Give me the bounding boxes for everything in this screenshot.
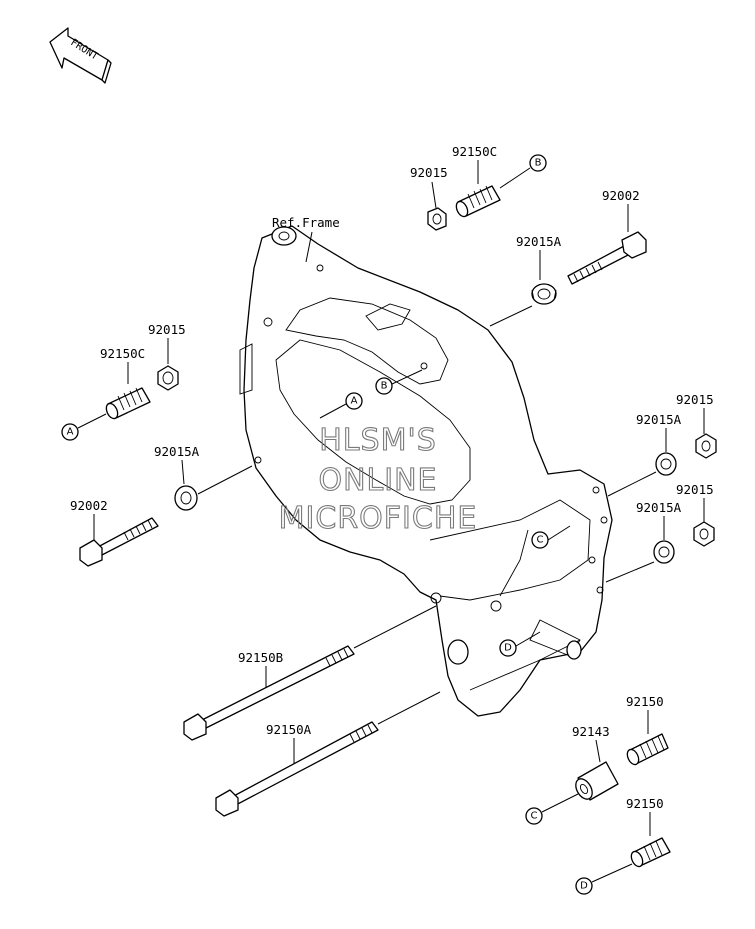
callout-a-frame: A	[351, 396, 358, 407]
watermark-line-2: ONLINE	[318, 463, 437, 498]
watermark-line-1: HLSM'S	[319, 423, 437, 458]
label-92150a: 92150A	[266, 722, 312, 737]
front-arrow-icon: FRONT	[49, 27, 112, 84]
label-92150b: 92150B	[238, 650, 283, 665]
watermark-line-3: MICROFICHE	[279, 501, 478, 536]
long-bolt-92150a-icon	[215, 721, 379, 817]
label-92015-right-upper: 92015	[676, 392, 714, 407]
callout-c-bottom: C	[531, 811, 538, 822]
callout-b-frame: B	[381, 381, 388, 392]
long-bolt-92150b-icon	[183, 645, 355, 741]
collar-nut-92015a-right-upper-icon	[655, 452, 677, 476]
label-92015a-right-lower: 92015A	[636, 500, 682, 515]
callout-c-frame: C	[537, 535, 544, 546]
ref-frame-label: Ref.Frame	[272, 215, 340, 230]
bolt-92002-left-icon	[79, 517, 159, 567]
label-92143: 92143	[572, 724, 610, 739]
label-92002-left: 92002	[70, 498, 108, 513]
label-92150c-top: 92150C	[452, 144, 497, 159]
rubber-damper-92150c-left-icon	[105, 387, 151, 420]
rubber-damper-92150-upper-icon	[626, 733, 669, 766]
collar-nut-92015a-right-lower-icon	[653, 540, 675, 564]
label-92015a-right-upper: 92015A	[636, 412, 682, 427]
label-92002-top: 92002	[602, 188, 640, 203]
callout-a-left: A	[67, 427, 74, 438]
rubber-damper-92150-lower-icon	[630, 837, 671, 868]
label-92015-top: 92015	[410, 165, 448, 180]
callout-d-frame: D	[504, 643, 512, 654]
label-92015a-top: 92015A	[516, 234, 562, 249]
nut-92015-right-upper-icon	[695, 433, 717, 459]
label-92150c-left: 92150C	[100, 346, 145, 361]
watermark: HLSM'S ONLINE MICROFICHE	[278, 422, 478, 536]
label-92015-right-lower: 92015	[676, 482, 714, 497]
callout-b-top: B	[535, 158, 542, 169]
collar-nut-92015a-left-icon	[174, 485, 198, 511]
label-92015-left: 92015	[148, 322, 186, 337]
label-92015a-left: 92015A	[154, 444, 200, 459]
nut-92015-top-icon	[427, 207, 447, 231]
nut-92015-left-icon	[157, 365, 179, 391]
rubber-damper-92150c-top-icon	[455, 185, 501, 218]
bolt-92002-top-icon	[567, 231, 647, 285]
frame-drawing	[239, 225, 613, 717]
collar-nut-92015a-top-icon	[531, 283, 557, 305]
nut-92015-right-lower-icon	[693, 521, 715, 547]
label-92150-lower: 92150	[626, 796, 664, 811]
label-92150-upper: 92150	[626, 694, 664, 709]
callout-d-bottom: D	[580, 881, 588, 892]
spacer-collar-92143-icon	[575, 761, 619, 801]
